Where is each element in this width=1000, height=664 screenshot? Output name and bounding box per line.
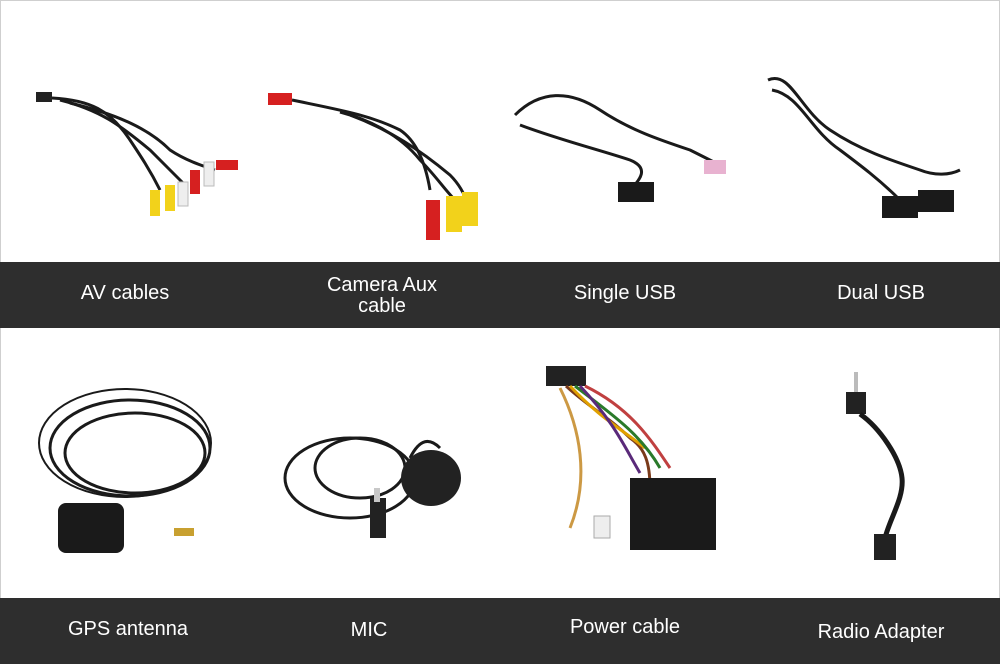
dual-usb-photo [750,0,1000,262]
product-label: Power cable [569,616,681,638]
mic-photo [250,328,500,598]
camera-aux-cable-photo [250,0,500,262]
product-label: Dual USB [837,282,925,304]
radio-adapter-photo [750,328,1000,598]
product-label: Single USB [573,282,677,304]
photo-row-bottom [0,328,1000,598]
product-label: MIC [350,619,388,641]
label-band-top [0,262,1000,328]
power-cable-photo [500,328,750,598]
single-usb-photo [500,0,750,262]
photo-row-top [0,0,1000,262]
product-label: GPS antenna [67,618,189,640]
product-label: Camera Aux cable [326,274,438,317]
label-band-bottom [0,598,1000,664]
gps-antenna-photo [0,328,250,598]
product-label: AV cables [80,282,170,304]
av-cables-photo [0,0,250,262]
product-label: Radio Adapter [817,621,945,643]
